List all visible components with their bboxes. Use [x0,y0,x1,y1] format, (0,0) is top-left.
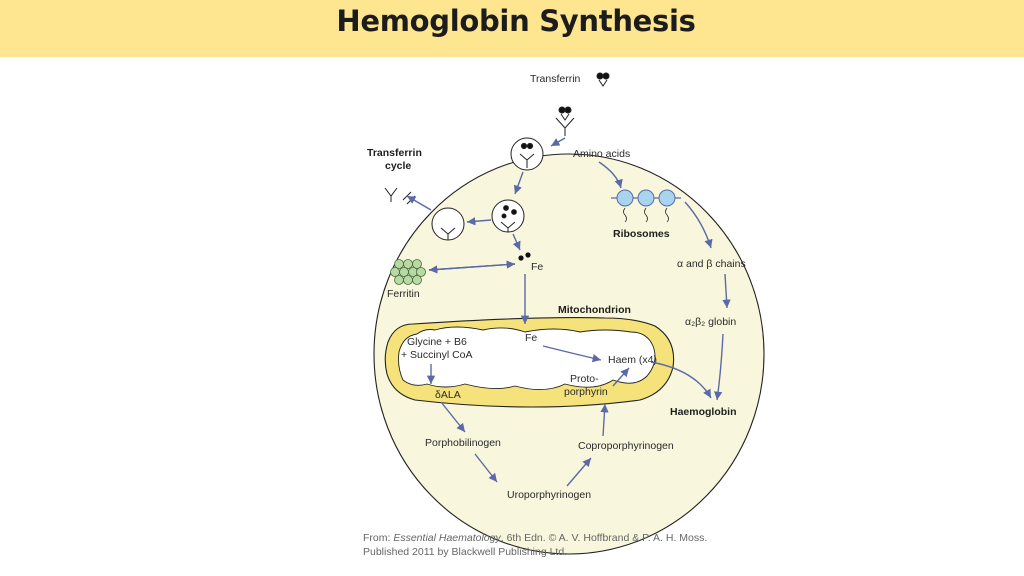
transferrin-receptor-icon [555,72,610,136]
arrow-ala-porphobilinogen [440,401,466,433]
pathway-arrows [406,137,731,487]
arrow-ribosome-chains [684,201,713,249]
empty-vesicle [431,207,465,241]
transferrin-cycle-label-line2: cycle [385,160,411,172]
arrow-proto-haem [612,367,630,387]
arrow-globin-haemoglobin [714,333,724,401]
haemoglobin-label: Haemoglobin [670,406,737,418]
ribosomes-label: Ribosomes [613,228,670,240]
arrow-vesicle-down [513,171,524,195]
porphobilinogen-label: Porphobilinogen [425,437,501,449]
mitochondrion-matrix [398,326,656,390]
arrow-fe-haem [542,345,602,363]
fe-label-mitochondrion: Fe [525,332,537,344]
iron-dots-icon [518,252,531,261]
amino-acids-label: Amino acids [573,148,630,160]
ribosomes-icon [611,189,681,223]
slide-title: Hemoglobin Synthesis [336,4,696,38]
ferritin-icon [390,259,426,285]
alpha-beta-chains-label: α and β chains [677,258,746,270]
uroporphyrinogen-label: Uroporphyrinogen [507,489,591,501]
succinyl-coa-label: + Succinyl CoA [401,349,473,361]
glycine-label: Glycine + B6 [407,336,467,348]
arrow-ferritin-fe [428,260,516,271]
title-bar: Hemoglobin Synthesis [0,0,1024,57]
arrow-chains-globin [722,273,731,309]
arrow-transferrin-in [550,137,566,147]
coproporphyrinogen-label: Coproporphyrinogen [578,440,674,452]
hemoglobin-synthesis-diagram: Transferrin Transferrin cycle Fe Ferriti… [355,62,785,572]
released-transferrin-icon [384,187,416,205]
ala-label: δALA [435,389,461,401]
arrow-vesicle-release [466,217,492,226]
citation-line2: Published 2011 by Blackwell Publishing L… [363,546,568,558]
arrow-vesicle-fe [512,233,521,251]
arrow-to-transferrin-cycle [406,195,432,211]
ferritin-label: Ferritin [387,288,420,300]
citation: From: Essential Haematology, 6th Edn. © … [363,531,783,559]
arrow-porphobilinogen-uro [474,453,498,483]
iron-loaded-vesicle [491,199,525,233]
globin-label: α₂β₂ globin [685,316,736,328]
endosome-vesicle [510,137,544,171]
arrow-copro-proto [600,403,609,437]
arrow-haem-haemoglobin [650,361,712,399]
arrow-amino-ribosome [598,161,623,189]
haem-label: Haem (x4) [608,354,657,366]
citation-prefix: From: [363,532,394,544]
transferrin-cycle-label-line1: Transferrin [367,147,422,159]
protoporphyrin-label-line1: Proto- [570,373,599,385]
citation-suffix: , 6th Edn. © A. V. Hoffbrand & P. A. H. … [500,532,708,544]
citation-book: Essential Haematology [393,532,501,544]
protoporphyrin-label-line2: porphyrin [564,386,608,398]
transferrin-label: Transferrin [530,73,581,85]
fe-label-cytoplasm: Fe [531,261,543,273]
mitochondrion-label: Mitochondrion [558,304,631,316]
arrow-uro-copro [566,457,592,487]
